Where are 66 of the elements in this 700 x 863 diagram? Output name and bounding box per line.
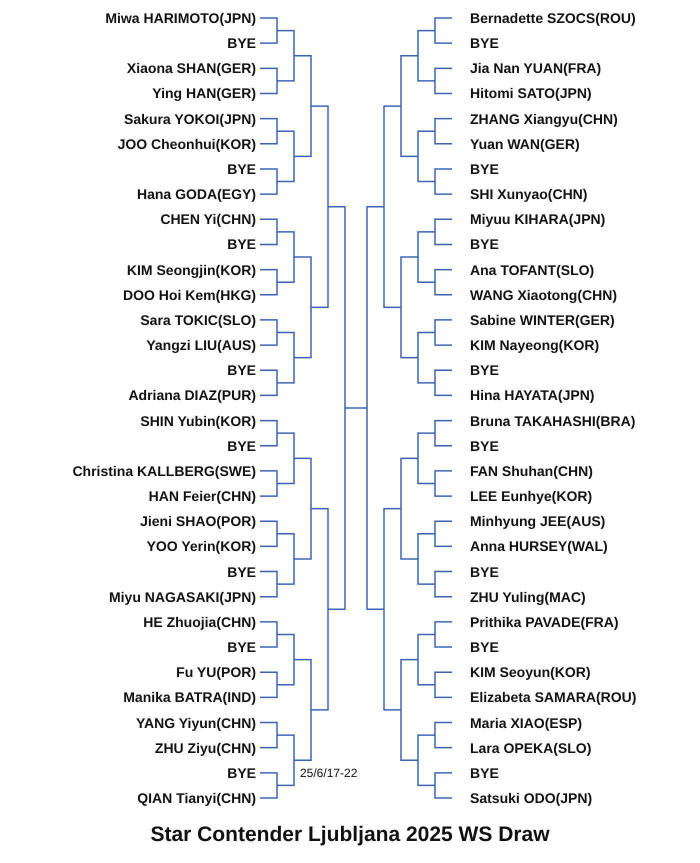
player-name: SHIN Yubin(KOR) bbox=[140, 412, 256, 430]
player-name: BYE bbox=[470, 764, 499, 782]
player-name: BYE bbox=[227, 361, 256, 380]
player-name: Bernadette SZOCS(ROU) bbox=[470, 9, 636, 27]
player-name: Minhyung JEE(AUS) bbox=[470, 512, 606, 530]
player-name: BYE bbox=[470, 436, 499, 455]
player-name: Manika BATRA(IND) bbox=[123, 688, 256, 706]
player-name: JOO Cheonhui(KOR) bbox=[118, 134, 256, 153]
player-name: Sabine WINTER(GER) bbox=[470, 310, 615, 329]
player-name: FAN Shuhan(CHN) bbox=[470, 462, 593, 480]
player-name: BYE bbox=[227, 160, 256, 178]
player-name: BYE bbox=[470, 160, 499, 178]
player-name: BYE bbox=[470, 638, 499, 656]
player-name: HE Zhuojia(CHN) bbox=[143, 612, 256, 631]
player-name: Maria XIAO(ESP) bbox=[470, 714, 582, 732]
player-name: BYE bbox=[470, 562, 499, 581]
player-name: YANG Yiyun(CHN) bbox=[136, 714, 256, 732]
player-name: Xiaona SHAN(GER) bbox=[126, 59, 256, 78]
player-name: Ying HAN(GER) bbox=[152, 84, 256, 102]
player-name: YOO Yerin(KOR) bbox=[146, 537, 256, 556]
player-name: Sara TOKIC(SLO) bbox=[140, 310, 256, 329]
player-name: ZHU Yuling(MAC) bbox=[470, 588, 586, 606]
player-name: Christina KALLBERG(SWE) bbox=[72, 462, 256, 480]
player-name: Sakura YOKOI(JPN) bbox=[124, 110, 256, 128]
player-name: ZHU Ziyu(CHN) bbox=[154, 738, 256, 757]
player-name: Elizabeta SAMARA(ROU) bbox=[470, 688, 636, 706]
player-name: BYE bbox=[470, 235, 499, 254]
player-name: KIM Seoyun(KOR) bbox=[470, 663, 591, 682]
player-name: QIAN Tianyi(CHN) bbox=[137, 789, 256, 807]
player-name: Jieni SHAO(POR) bbox=[140, 512, 256, 530]
player-name: Miwa HARIMOTO(JPN) bbox=[105, 9, 256, 27]
player-name: Hana GODA(EGY) bbox=[136, 185, 256, 204]
player-name: Satsuki ODO(JPN) bbox=[470, 789, 592, 807]
player-name: BYE bbox=[227, 764, 256, 782]
player-name: BYE bbox=[227, 562, 256, 581]
player-name: Lara OPEKA(SLO) bbox=[470, 738, 592, 757]
player-name: SHI Xunyao(CHN) bbox=[470, 185, 588, 204]
player-name: Ana TOFANT(SLO) bbox=[470, 260, 594, 279]
player-name: Anna HURSEY(WAL) bbox=[470, 537, 608, 556]
player-name: Prithika PAVADE(FRA) bbox=[470, 612, 619, 631]
player-name: Miyuu KIHARA(JPN) bbox=[470, 210, 606, 228]
player-name: KIM Seongjin(KOR) bbox=[126, 260, 256, 279]
player-name: DOO Hoi Kem(HKG) bbox=[123, 286, 256, 304]
player-name: Miyu NAGASAKI(JPN) bbox=[108, 588, 256, 606]
player-name: Hitomi SATO(JPN) bbox=[470, 84, 592, 102]
player-name: BYE bbox=[227, 436, 256, 455]
title: Star Contender Ljubljana 2025 WS Draw bbox=[149, 822, 551, 848]
player-name: Jia Nan YUAN(FRA) bbox=[470, 59, 602, 78]
player-name: BYE bbox=[470, 34, 499, 52]
player-name: WANG Xiaotong(CHN) bbox=[470, 286, 617, 304]
player-name: Hina HAYATA(JPN) bbox=[470, 386, 594, 404]
player-name: Bruna TAKAHASHI(BRA) bbox=[470, 412, 636, 430]
player-name: BYE bbox=[470, 361, 499, 380]
player-name: CHEN Yi(CHN) bbox=[160, 210, 256, 228]
player-name: Yangzi LIU(AUS) bbox=[146, 336, 256, 354]
player-name: BYE bbox=[227, 235, 256, 254]
player-name: BYE bbox=[227, 34, 256, 52]
player-name: HAN Feier(CHN) bbox=[148, 487, 256, 506]
date-note: 25/6/17-22 bbox=[300, 765, 358, 782]
player-name: Adriana DIAZ(PUR) bbox=[128, 386, 256, 404]
player-name: ZHANG Xiangyu(CHN) bbox=[470, 110, 618, 128]
player-name: LEE Eunhye(KOR) bbox=[470, 487, 592, 506]
player-name: Fu YU(POR) bbox=[176, 663, 256, 682]
player-name: BYE bbox=[227, 638, 256, 656]
player-name: KIM Nayeong(KOR) bbox=[470, 336, 600, 354]
player-name: Yuan WAN(GER) bbox=[470, 134, 580, 153]
